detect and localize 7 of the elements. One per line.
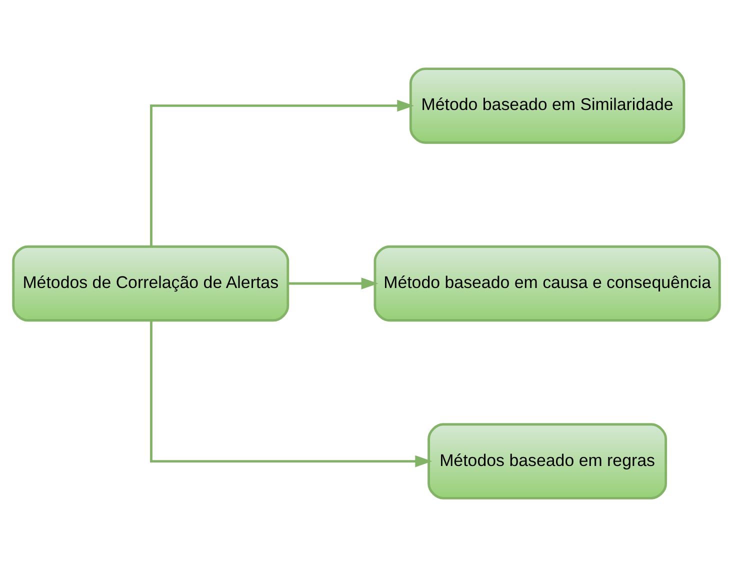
node-box: Método baseado em causa e consequência bbox=[374, 245, 721, 322]
arrow bbox=[150, 100, 414, 246]
arrow bbox=[288, 278, 378, 290]
node-box: Métodos de Correlação de Alertas bbox=[12, 245, 290, 322]
node-box: Método baseado em Similaridade bbox=[409, 68, 686, 144]
node-box: Métodos baseado em regras bbox=[428, 423, 668, 500]
arrow bbox=[150, 320, 432, 468]
